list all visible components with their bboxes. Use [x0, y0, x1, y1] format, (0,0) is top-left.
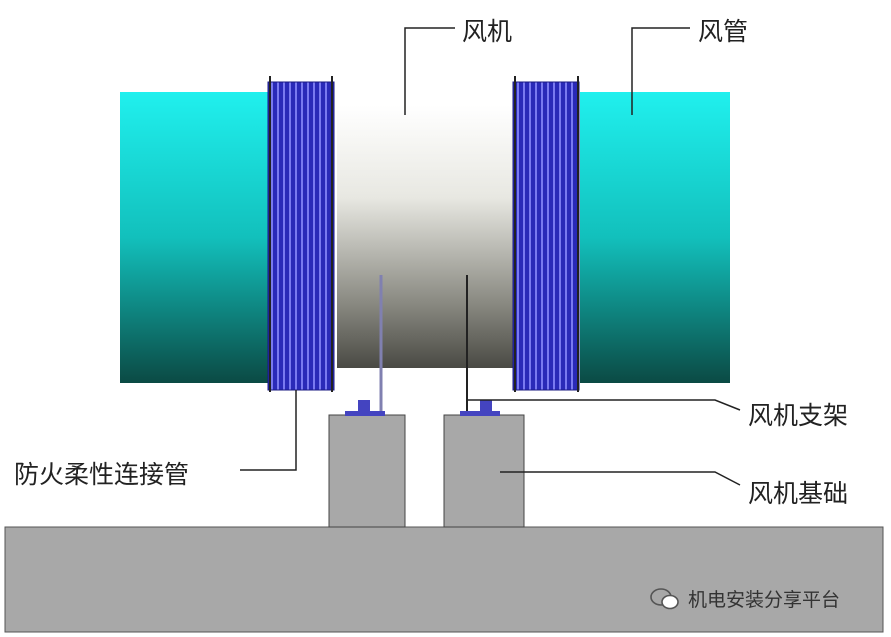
- bolt: [345, 400, 500, 416]
- label-fan: 风机: [462, 17, 513, 46]
- fan-body: [337, 105, 513, 368]
- watermark: 机电安装分享平台: [650, 585, 840, 612]
- wechat-icon: [650, 587, 679, 609]
- watermark-text: 机电安装分享平台: [688, 589, 841, 611]
- label-fireproof-flexible-connector: 防火柔性连接管: [14, 460, 190, 489]
- left-bellows: [267, 81, 335, 391]
- label-duct: 风管: [698, 17, 749, 46]
- leader-lines: [240, 27, 741, 486]
- label-fan-support: 风机支架: [748, 401, 849, 430]
- base-slab: [4, 526, 884, 633]
- right-bellows: [512, 81, 580, 391]
- label-fan-foundation: 风机基础: [748, 479, 849, 508]
- right-pedestal: [443, 414, 525, 528]
- left-duct: [120, 92, 270, 383]
- left-pedestal: [328, 414, 406, 528]
- right-duct: [580, 92, 730, 383]
